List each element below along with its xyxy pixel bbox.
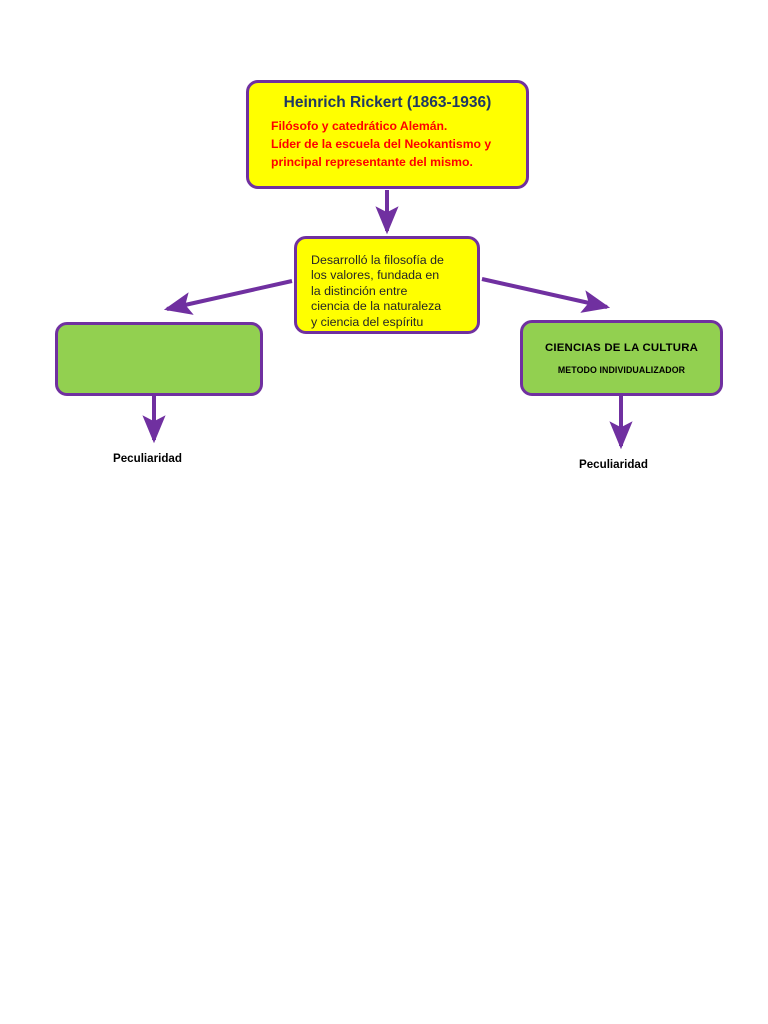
- node-heinrich-rickert[interactable]: Heinrich Rickert (1863-1936) Filósofo y …: [246, 80, 529, 189]
- node-ciencias-de-la-naturaleza[interactable]: [55, 322, 263, 396]
- connector-middle-to-left: [163, 279, 293, 315]
- node-description: Desarrolló la filosofía de los valores, …: [311, 253, 444, 329]
- node-body-line-1: Filósofo y catedrático Alemán.: [271, 119, 448, 133]
- node-heading: CIENCIAS DE LA CULTURA: [544, 341, 699, 354]
- node-ciencias-de-la-cultura[interactable]: CIENCIAS DE LA CULTURA METODO INDIVIDUAL…: [520, 320, 723, 396]
- node-filosofia-de-los-valores[interactable]: Desarrolló la filosofía de los valores, …: [294, 236, 480, 334]
- connector-middle-to-right: [481, 277, 611, 313]
- leaf-label-left: Peculiaridad: [113, 452, 182, 465]
- leaf-label-right: Peculiaridad: [579, 458, 648, 471]
- node-title: Heinrich Rickert (1863-1936): [283, 94, 492, 111]
- node-body-line-3: principal representante del mismo.: [271, 155, 473, 169]
- node-subheading: METODO INDIVIDUALIZADOR: [557, 364, 686, 375]
- node-body-line-2: Líder de la escuela del Neokantismo y: [271, 137, 492, 151]
